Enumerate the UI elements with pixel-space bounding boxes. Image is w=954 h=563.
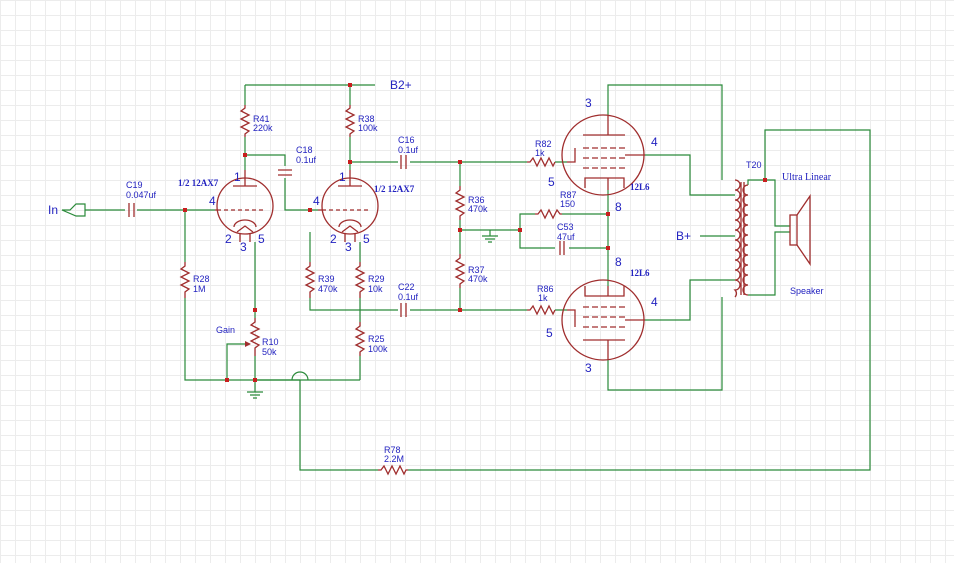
resistor-r41: R41 220k: [239, 105, 273, 137]
r41-ref: R41: [253, 114, 270, 124]
resistor-r39: R39 470k: [304, 262, 338, 298]
v2-name: 1/2 12AX7: [374, 184, 415, 194]
r87-value: 150: [560, 199, 575, 209]
v1-pin-heater-a: 2: [225, 232, 232, 246]
r82-ref: R82: [535, 139, 552, 149]
resistor-r86: R86 1k: [527, 284, 556, 316]
r37-ref: R37: [468, 265, 485, 275]
v3-pin-plate: 3: [585, 96, 592, 110]
r25-ref: R25: [368, 334, 385, 344]
capacitor-c19: C19 0.047uf: [126, 180, 157, 217]
c16-value: 0.1uf: [398, 145, 419, 155]
c16-ref: C16: [398, 135, 415, 145]
r37-value: 470k: [468, 274, 488, 284]
r78-ref: R78: [384, 445, 401, 455]
r39-ref: R39: [318, 274, 335, 284]
resistor-r28: R28 1M: [179, 262, 210, 298]
wire-crossover: [291, 371, 309, 381]
v4-pin-grid: 5: [546, 326, 553, 340]
v2-pin-cathode: 3: [345, 240, 352, 254]
resistor-r36: R36 470k: [454, 186, 488, 220]
r78-value: 2.2M: [384, 454, 404, 464]
t20-ref: T20: [746, 160, 762, 170]
tube-v1: 1 4 2 3 5 1/2 12AX7: [178, 170, 274, 254]
r87-ref: R87: [560, 190, 577, 200]
r86-value: 1k: [538, 293, 548, 303]
r38-ref: R38: [358, 114, 375, 124]
r36-ref: R36: [468, 195, 485, 205]
v1-pin-heater-b: 5: [258, 232, 265, 246]
c22-value: 0.1uf: [398, 292, 419, 302]
r36-value: 470k: [468, 204, 488, 214]
r41-value: 220k: [253, 123, 273, 133]
r25-value: 100k: [368, 344, 388, 354]
c22-ref: C22: [398, 282, 415, 292]
tube-v2: 1 4 2 3 5 1/2 12AX7: [313, 170, 415, 254]
ground-symbol-2: [482, 235, 498, 243]
capacitor-c53: C53 47uf: [557, 222, 575, 255]
resistor-r78: R78 2.2M: [378, 445, 408, 476]
input-label: In: [48, 203, 58, 217]
junctions: [183, 83, 767, 382]
v2-pin-heater-a: 2: [330, 232, 337, 246]
v3-name: 12L6: [630, 182, 650, 192]
r39-value: 470k: [318, 284, 338, 294]
resistor-r38: R38 100k: [344, 105, 378, 137]
v1-pin-plate: 1: [234, 170, 241, 184]
v1-pin-cathode: 3: [240, 240, 247, 254]
ground-symbol-1: [247, 391, 263, 399]
r86-ref: R86: [537, 284, 554, 294]
c53-ref: C53: [557, 222, 574, 232]
r38-value: 100k: [358, 123, 378, 133]
tube-v3: 3 4 5 8 12L6: [548, 96, 658, 214]
capacitor-c18: C18 0.1uf: [278, 145, 317, 176]
r29-ref: R29: [368, 274, 385, 284]
v2-pin-plate: 1: [339, 170, 346, 184]
resistor-r25: R25 100k: [354, 322, 388, 356]
c19-ref: C19: [126, 180, 143, 190]
bplus-label: B+: [676, 229, 691, 243]
resistor-r37: R37 470k: [454, 254, 488, 288]
speaker-label: Speaker: [790, 286, 824, 296]
v4-pin-plate: 3: [585, 361, 592, 375]
resistor-r29: R29 10k: [354, 262, 385, 298]
v1-name: 1/2 12AX7: [178, 178, 219, 188]
v2-pin-heater-b: 5: [363, 232, 370, 246]
r10-value: 50k: [262, 347, 277, 357]
v4-pin-cathode: 8: [615, 255, 622, 269]
t20-label: Ultra Linear: [782, 172, 832, 183]
r29-value: 10k: [368, 284, 383, 294]
c18-value: 0.1uf: [296, 155, 317, 165]
v4-name: 12L6: [630, 268, 650, 278]
speaker-icon: Speaker: [789, 193, 824, 296]
v3-pin-cathode: 8: [615, 200, 622, 214]
output-transformer: T20 Ultra Linear: [733, 160, 832, 298]
capacitor-c22: C22 0.1uf: [398, 282, 419, 317]
r10-label: Gain: [216, 325, 235, 335]
b2plus-label: B2+: [390, 78, 412, 92]
r28-ref: R28: [193, 274, 210, 284]
v3-pin-screen: 4: [651, 135, 658, 149]
v2-pin-grid: 4: [313, 194, 320, 208]
wires: [85, 84, 871, 471]
resistor-r87: R87 150: [535, 190, 577, 220]
v1-pin-grid: 4: [209, 194, 216, 208]
c18-ref: C18: [296, 145, 313, 155]
c53-value: 47uf: [557, 232, 575, 242]
v3-pin-grid: 5: [548, 175, 555, 189]
v4-pin-screen: 4: [651, 295, 658, 309]
resistor-r82: R82 1k: [527, 139, 556, 168]
r28-value: 1M: [193, 284, 206, 294]
r82-value: 1k: [535, 148, 545, 158]
tube-v4: 8 4 5 3 12L6: [546, 255, 658, 375]
c19-value: 0.047uf: [126, 190, 157, 200]
potentiometer-r10: Gain R10 50k: [216, 318, 279, 357]
input-port: In: [48, 203, 86, 217]
r10-ref: R10: [262, 337, 279, 347]
capacitor-c16: C16 0.1uf: [398, 135, 419, 169]
